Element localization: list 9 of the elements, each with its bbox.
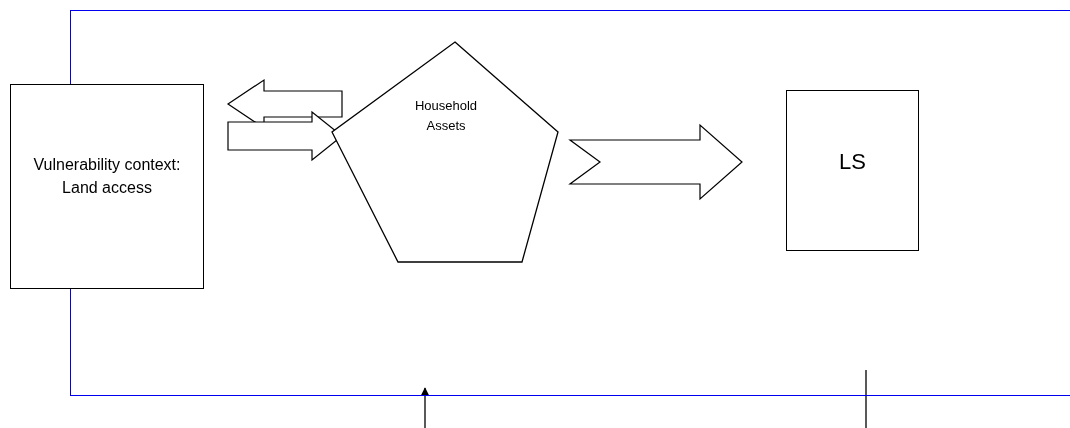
arrow <box>421 387 429 428</box>
process-box <box>786 90 919 251</box>
process-box <box>10 84 204 289</box>
node-label: LS <box>838 149 867 175</box>
node-label: Household Assets <box>414 97 478 135</box>
block-arrow <box>568 123 743 201</box>
pentagon-shape <box>330 40 560 263</box>
node-label: Vulnerability context: Land access <box>32 155 182 198</box>
line <box>865 369 867 428</box>
